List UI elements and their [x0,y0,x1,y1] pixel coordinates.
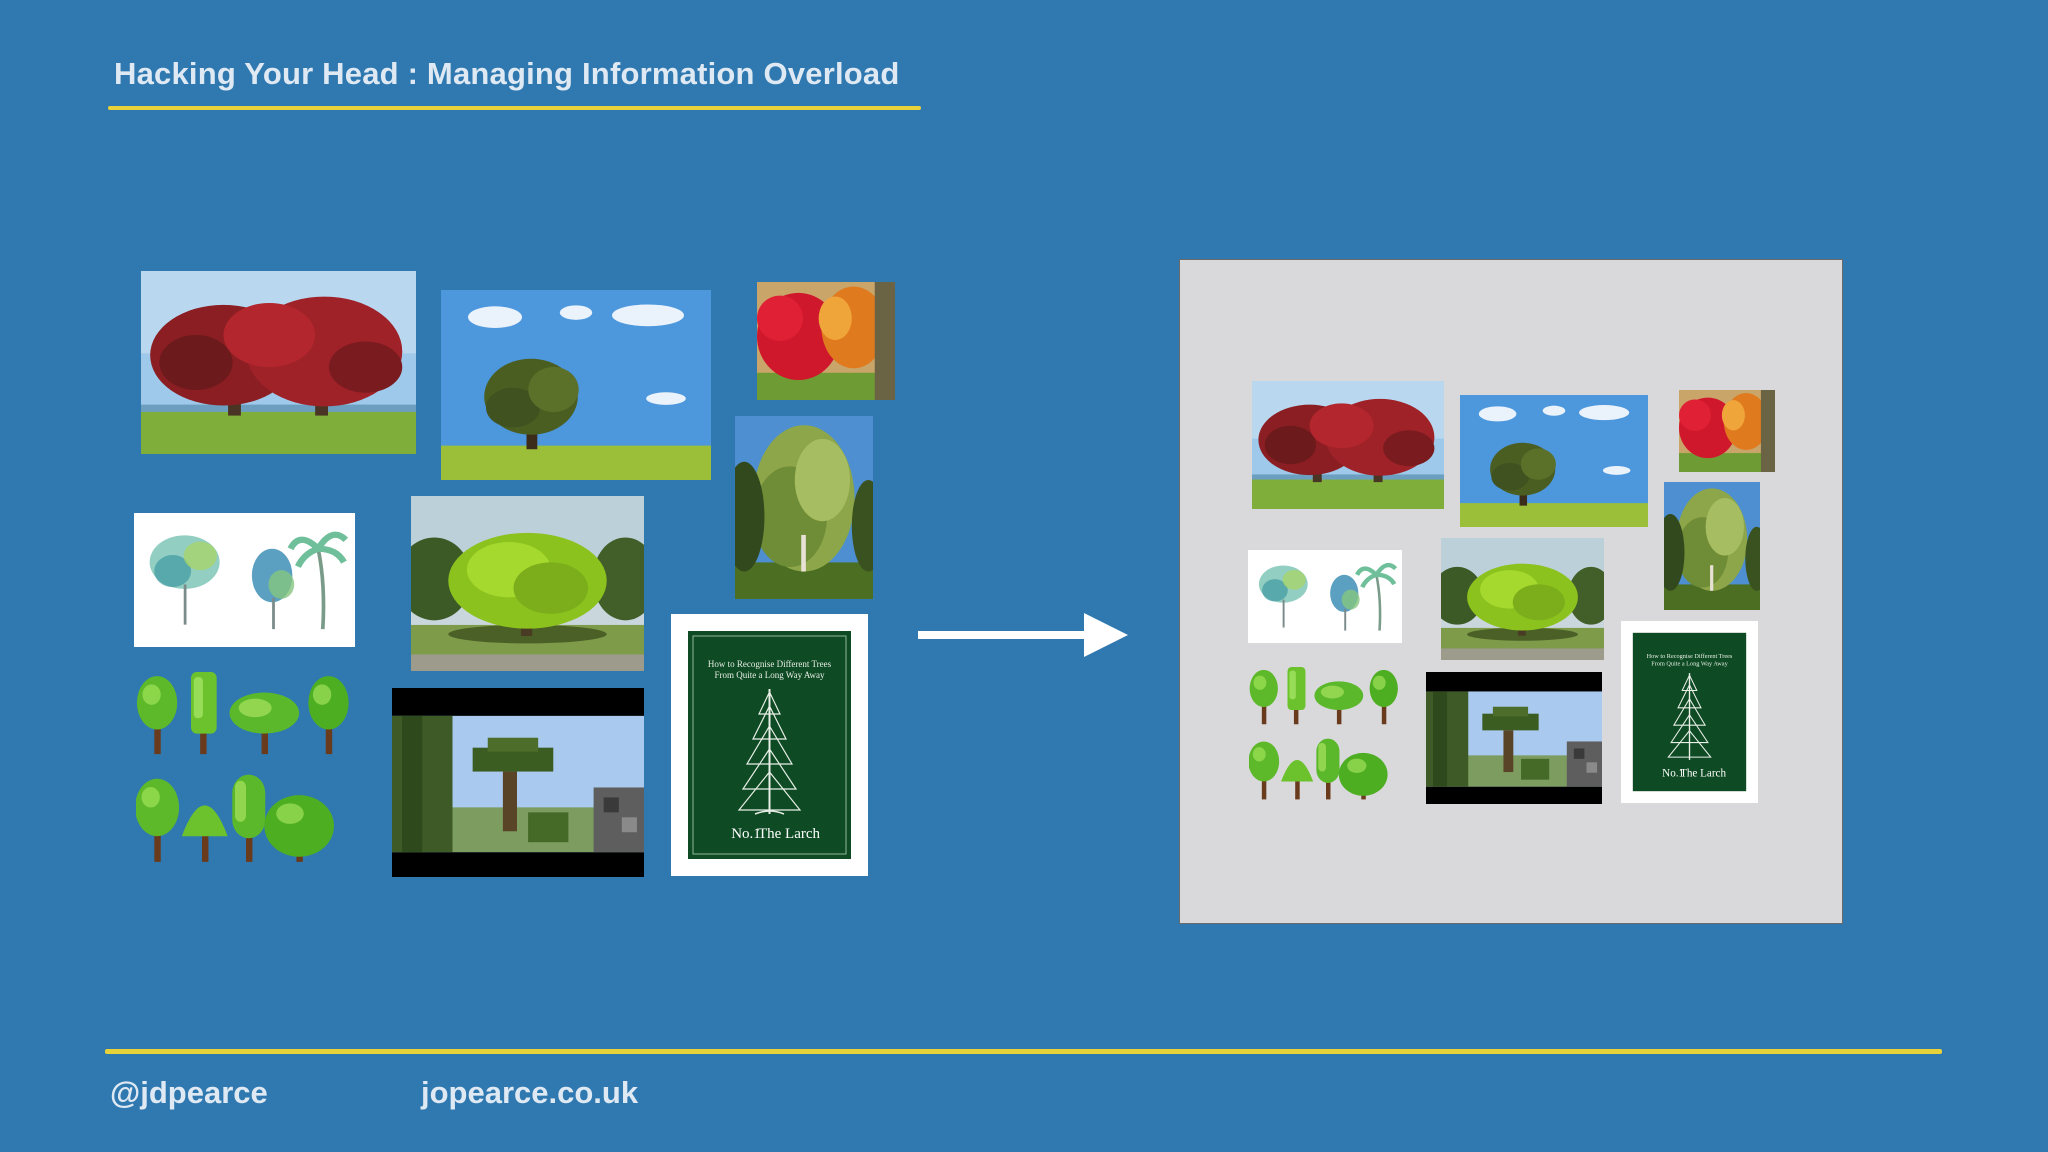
book-name: The Larch [1680,768,1726,780]
book-name: The Larch [758,826,821,842]
book-number: No.1 [1662,768,1684,780]
footer-handle: @jdpearce [110,1075,268,1110]
footer-website: jopearce.co.uk [421,1075,639,1110]
larch-book-cover: How to Recognise Different Trees From Qu… [1621,621,1758,803]
book-number: No.1 [731,826,761,842]
book-title-line2: From Quite a Long Way Away [1651,660,1728,667]
organised-board: How to Recognise Different Trees From Qu… [1179,259,1843,924]
lone-oak-tree-photo [441,290,711,480]
red-flowering-tree-photo [141,271,416,454]
bright-green-tree-photo [411,496,644,671]
watercolor-trees-picture [134,513,355,647]
cartoon-trees-picture [1249,667,1403,803]
lone-oak-tree-photo [1460,395,1648,527]
birch-tree-photo [1664,482,1760,610]
slide-title: Hacking Your Head : Managing Information… [114,56,900,91]
minecraft-tree-screenshot [1426,672,1602,804]
minecraft-tree-screenshot [392,688,644,877]
birch-tree-photo [735,416,873,599]
red-flowering-tree-photo [1252,381,1444,509]
watercolor-trees-picture [1248,550,1402,643]
book-title-line1: How to Recognise Different Trees [1647,653,1733,660]
autumn-maple-photo [757,282,895,400]
right-arrow-icon [918,613,1128,657]
bright-green-tree-photo [1441,538,1604,660]
autumn-maple-photo [1679,390,1775,472]
book-title-line2: From Quite a Long Way Away [714,670,825,680]
title-underline [108,106,921,110]
footer-rule [105,1049,1942,1054]
cartoon-trees-picture [136,672,356,867]
book-title-line1: How to Recognise Different Trees [708,659,832,669]
larch-book-cover: How to Recognise Different Trees From Qu… [671,614,868,876]
